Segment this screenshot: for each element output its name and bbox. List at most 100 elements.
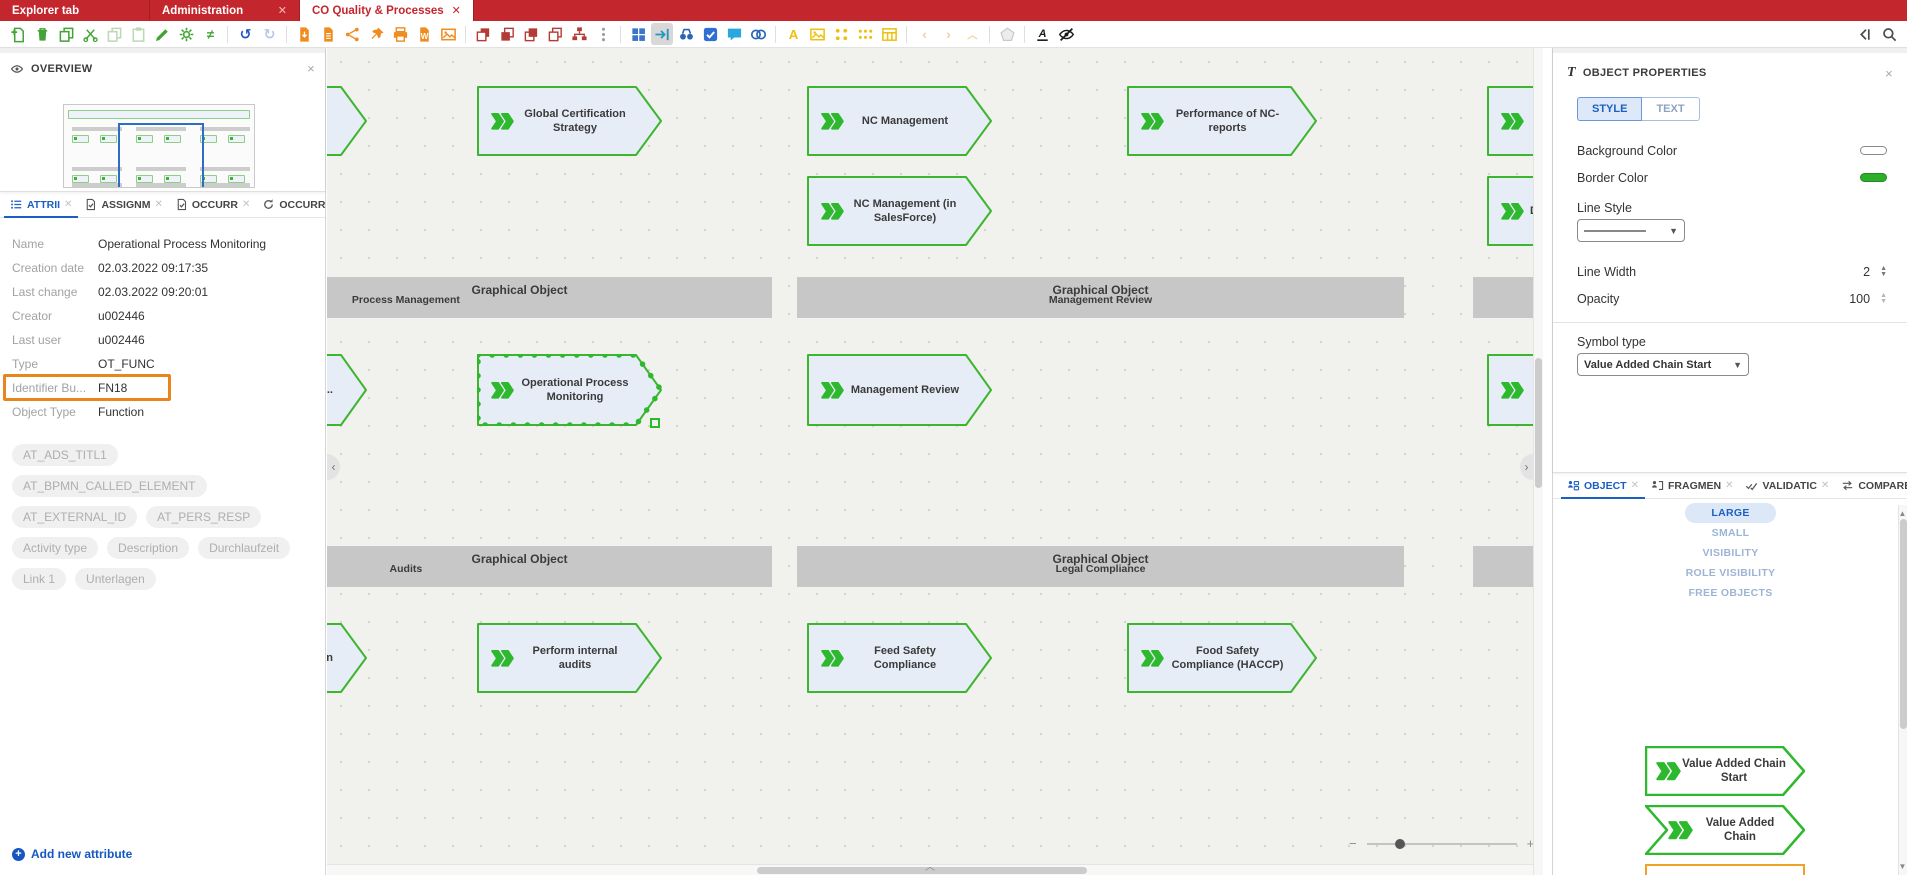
grid-view-icon[interactable] <box>627 23 649 45</box>
opacity-value[interactable]: 100 <box>1849 291 1871 306</box>
vac-shape-nc-management[interactable]: NC Management <box>807 86 992 156</box>
line-width-value[interactable]: 2 <box>1863 264 1871 279</box>
table-icon[interactable] <box>878 23 900 45</box>
duplicate-icon[interactable] <box>55 23 77 45</box>
attribute-value[interactable]: Function <box>98 405 145 419</box>
vac-shape-e[interactable]: e... <box>327 354 367 426</box>
attribute-pill[interactable]: AT_BPMN_CALLED_ELEMENT <box>12 475 207 497</box>
palette-organizational-unit[interactable]: Organizational Unit <box>1645 864 1805 875</box>
export-image-icon[interactable] <box>437 23 459 45</box>
minimap-viewport[interactable] <box>118 123 204 187</box>
close-icon[interactable]: × <box>307 61 315 76</box>
zoom-slider-thumb[interactable] <box>1394 838 1405 849</box>
vac-shape-partial[interactable] <box>1487 86 1543 156</box>
vac-shape-partial[interactable] <box>327 86 367 156</box>
attribute-value[interactable]: FN18 <box>98 381 128 395</box>
vac-shape-food-safety-compliance-haccp[interactable]: Food Safety Compliance (HACCP) <box>1127 623 1317 693</box>
graphical-object-partial-top[interactable] <box>1473 277 1543 318</box>
attribute-value[interactable]: OT_FUNC <box>98 357 155 371</box>
close-icon[interactable]: ✕ <box>154 199 163 210</box>
toggle-occurrences-icon[interactable] <box>747 23 769 45</box>
send-to-back-icon[interactable] <box>496 23 518 45</box>
zoom-in-button[interactable]: + <box>1526 836 1535 851</box>
border-color-swatch[interactable] <box>1860 173 1887 182</box>
size-option-small[interactable]: SMALL <box>1711 527 1750 539</box>
tab-object[interactable]: OBJECT✕ <box>1561 479 1645 499</box>
vac-shape-n[interactable]: n <box>327 623 367 693</box>
close-icon[interactable]: ✕ <box>64 199 73 210</box>
close-icon[interactable]: ✕ <box>1820 480 1830 491</box>
symbol-type-dropdown[interactable]: Value Added Chain Start ▼ <box>1577 353 1749 376</box>
grid-dots-large-icon[interactable] <box>854 23 876 45</box>
attribute-pill[interactable]: Link 1 <box>12 568 67 590</box>
settings-icon[interactable] <box>175 23 197 45</box>
tab-occurr[interactable]: OCCURR✕ <box>169 198 256 217</box>
vac-shape-perform-internal-audits[interactable]: Perform internal audits <box>477 623 662 693</box>
redo-icon[interactable]: ↻ <box>258 23 280 45</box>
scroll-down-icon[interactable]: ▼ <box>1898 862 1907 871</box>
attribute-pill[interactable]: Description <box>107 537 190 559</box>
size-option-visibility[interactable]: VISIBILITY <box>1702 547 1759 559</box>
scroll-up-icon[interactable]: ▲ <box>1898 509 1907 518</box>
attribute-pill[interactable]: AT_ADS_TITL1 <box>12 444 118 466</box>
collapse-left-panel-chevron[interactable]: ‹ <box>327 454 340 480</box>
nav-right-icon[interactable]: › <box>937 23 959 45</box>
vac-shape-performance-of-nc-reports[interactable]: Performance of NC-reports <box>1127 86 1317 156</box>
validate-icon[interactable] <box>699 23 721 45</box>
tab-assignm[interactable]: ASSIGNM✕ <box>78 198 168 217</box>
grid-dots-small-icon[interactable] <box>830 23 852 45</box>
attribute-pill[interactable]: AT_PERS_RESP <box>146 506 262 528</box>
vac-shape-nc-management-in-salesforce[interactable]: NC Management (in SalesForce) <box>807 176 992 246</box>
palette-scrollbar[interactable] <box>1898 505 1907 875</box>
format-text-icon[interactable]: A <box>1031 23 1053 45</box>
attribute-value[interactable]: Operational Process Monitoring <box>98 237 267 251</box>
close-icon[interactable]: ✕ <box>277 5 287 17</box>
pin-icon[interactable] <box>365 23 387 45</box>
copy-icon[interactable] <box>103 23 125 45</box>
compare-properties-icon[interactable]: ≠ <box>199 23 221 45</box>
comments-icon[interactable] <box>723 23 745 45</box>
tab-validatic[interactable]: VALIDATIC✕ <box>1739 479 1835 498</box>
bring-to-front-icon[interactable] <box>472 23 494 45</box>
collapse-panel-icon[interactable] <box>1854 23 1876 45</box>
size-option-role-visibility[interactable]: ROLE VISIBILITY <box>1685 567 1776 579</box>
close-icon[interactable]: ✕ <box>1630 480 1639 491</box>
vac-shape-management-review[interactable]: Management Review <box>807 354 992 426</box>
report-icon[interactable] <box>317 23 339 45</box>
collapse-right-panel-chevron[interactable]: › <box>1520 454 1533 480</box>
app-tab[interactable]: CO Quality & Processes✕ <box>300 0 474 21</box>
line-style-dropdown[interactable]: ▼ <box>1577 219 1685 242</box>
zoom-out-button[interactable]: − <box>1349 836 1357 851</box>
tab-text[interactable]: TEXT <box>1642 97 1700 121</box>
attribute-pill[interactable]: Activity type <box>12 537 99 559</box>
diagram-minimap[interactable] <box>63 104 255 188</box>
attribute-pill[interactable]: Durchlaufzeit <box>198 537 291 559</box>
tab-compare[interactable]: COMPARE✕ <box>1835 479 1907 498</box>
attribute-pill[interactable]: AT_EXTERNAL_ID <box>12 506 138 528</box>
shape-placeholder-icon[interactable] <box>996 23 1018 45</box>
nav-left-icon[interactable]: ‹ <box>913 23 935 45</box>
palette-value-added-chain[interactable]: Value Added Chain <box>1645 805 1805 855</box>
tab-style[interactable]: STYLE <box>1577 97 1643 121</box>
canvas-vertical-scrollbar[interactable] <box>1533 48 1543 875</box>
size-option-free-objects[interactable]: FREE OBJECTS <box>1688 587 1773 599</box>
selection-handle[interactable] <box>650 418 660 428</box>
add-new-attribute-link[interactable]: + Add new attribute <box>12 847 132 861</box>
send-backward-icon[interactable] <box>544 23 566 45</box>
vac-shape-operational-process-monitoring[interactable]: Operational Process Monitoring <box>477 354 662 428</box>
size-option-large[interactable]: LARGE <box>1553 503 1907 523</box>
download-report-icon[interactable] <box>293 23 315 45</box>
search-icon[interactable] <box>1878 23 1900 45</box>
share-icon[interactable] <box>341 23 363 45</box>
tab-fragmen[interactable]: FRAGMEN✕ <box>1645 479 1739 498</box>
insert-image-icon[interactable] <box>806 23 828 45</box>
vac-shape-global-certification-strategy[interactable]: Global Certification Strategy <box>477 86 662 156</box>
paste-icon[interactable] <box>127 23 149 45</box>
close-icon[interactable]: ✕ <box>1725 480 1734 491</box>
bring-forward-icon[interactable] <box>520 23 542 45</box>
attribute-pill[interactable]: Unterlagen <box>75 568 156 590</box>
